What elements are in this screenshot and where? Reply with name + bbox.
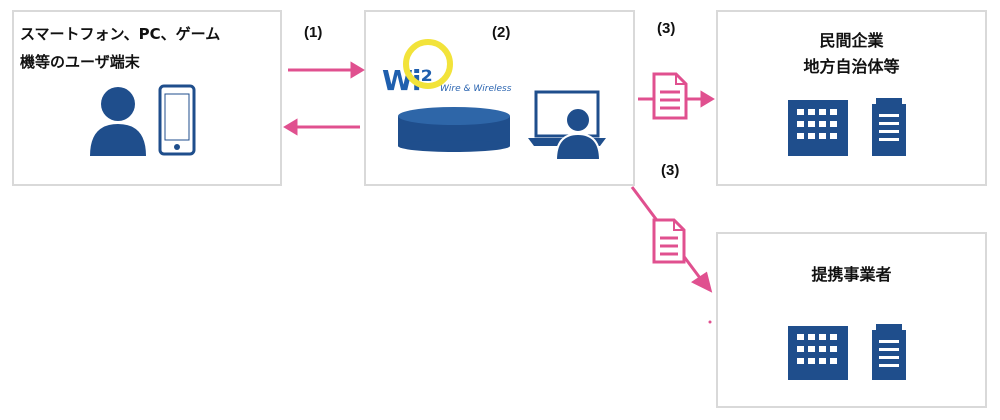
step-label-3b: (3) <box>661 162 680 179</box>
document-icon <box>652 72 688 120</box>
private-org-box <box>716 10 987 186</box>
step-label-1: (1) <box>304 24 323 41</box>
arrow-to-user <box>283 118 360 136</box>
arrow-to-partner <box>630 186 713 293</box>
partner-box <box>716 232 987 408</box>
document-icon <box>652 218 686 264</box>
stray-dot <box>708 320 712 324</box>
user-device-label-line2: 機等のユーザ端末 <box>20 53 140 71</box>
private-org-title-line1: 民間企業 <box>819 31 884 50</box>
step-label-3a: (3) <box>657 20 676 37</box>
partner-title: 提携事業者 <box>811 265 892 284</box>
arrow-to-private-org <box>638 90 715 108</box>
private-org-title: 民間企業 地方自治体等 <box>716 28 987 80</box>
user-device-label-line1: スマートフォン、PC、ゲーム <box>20 25 221 43</box>
provider-logo-mark: Wi² <box>382 64 433 97</box>
step-label-2: (2) <box>492 24 511 41</box>
arrow-to-provider <box>288 61 365 79</box>
user-device-box <box>12 10 282 186</box>
private-org-title-line2: 地方自治体等 <box>803 57 900 76</box>
provider-logo-text: Wire & Wireless <box>440 84 512 94</box>
user-device-label: スマートフォン、PC、ゲーム 機等のユーザ端末 <box>20 20 220 76</box>
